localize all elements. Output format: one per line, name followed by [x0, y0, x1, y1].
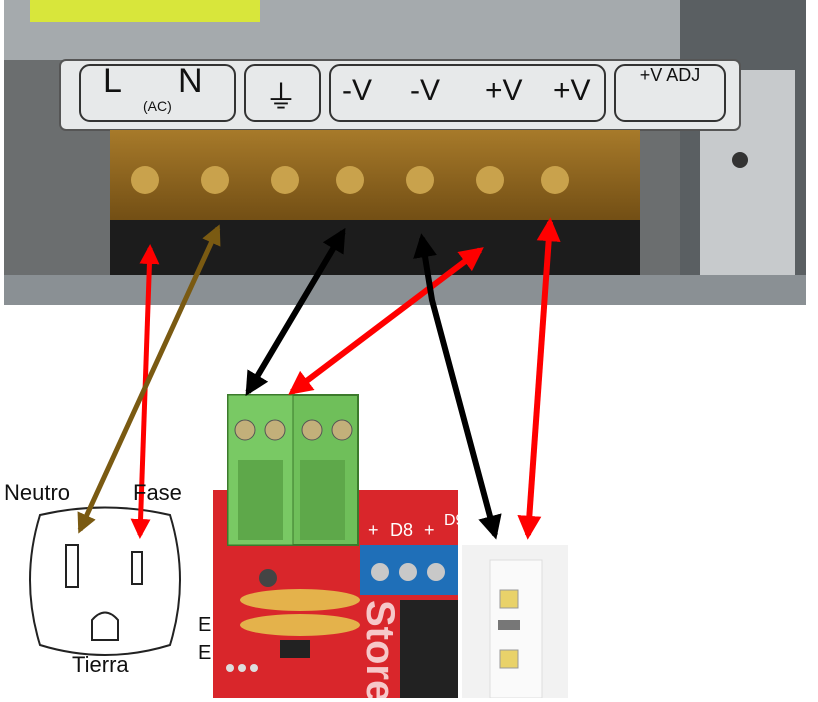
terminal-label-strip — [79, 64, 726, 122]
terminal-label-ground: ⏚ — [265, 79, 298, 115]
led-strip-photo — [462, 545, 568, 698]
outlet-neutral-label: Neutro — [4, 480, 71, 505]
board-header-plus-2: + — [424, 520, 435, 540]
outlet-ground-label: Tierra — [72, 652, 129, 677]
neutral-slot — [65, 544, 79, 588]
terminal-label-ac: (AC) — [143, 98, 172, 114]
terminal-label-pos-1: +V — [485, 74, 523, 107]
terminal-label-l: L — [103, 62, 122, 100]
green-terminal-block — [227, 394, 359, 546]
outlet-phase-label: Fase — [133, 480, 182, 505]
phase-slot — [131, 551, 143, 585]
terminal-label-pos-2: +V — [553, 74, 591, 107]
neutral-wire-arrow — [77, 224, 221, 534]
outlet-drawing — [29, 506, 181, 656]
board-header-d8: D8 — [390, 520, 414, 540]
wiring-arrows — [77, 217, 561, 540]
positive-to-strip-arrow — [517, 217, 561, 540]
board-watermark: Store — [358, 600, 402, 702]
terminal-label-n: N — [178, 62, 203, 100]
terminal-label-neg-2: -V — [410, 74, 440, 107]
board-header-plus-1: + — [368, 520, 379, 540]
ground-slot — [91, 611, 119, 641]
terminal-label-neg-1: -V — [342, 74, 372, 107]
negative-to-strip-arrow — [413, 233, 502, 540]
board-side-letter-1: E — [198, 614, 212, 636]
psu-screw-terminals — [131, 166, 569, 194]
board-header-d9: D9 — [444, 512, 465, 529]
board-side-letter-2: E — [198, 642, 212, 664]
terminal-label-adj: +V ADJ — [639, 65, 701, 85]
power-supply-photo — [4, 0, 806, 305]
